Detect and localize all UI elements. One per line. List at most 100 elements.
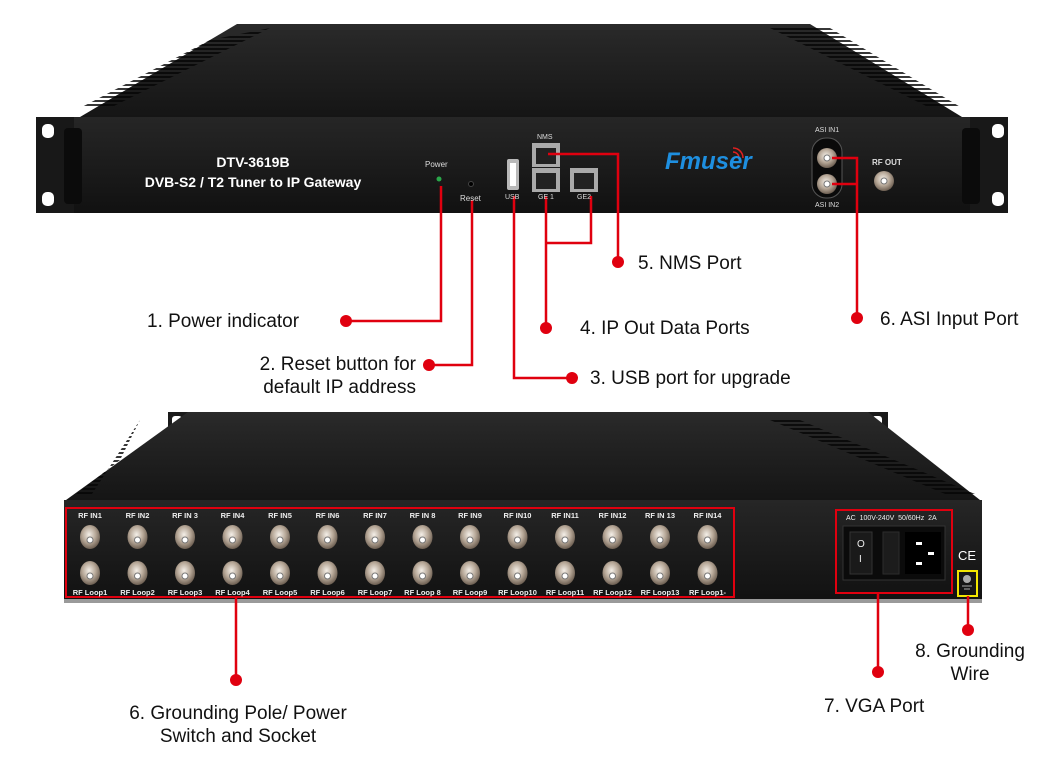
callout-power-indicator: 1. Power indicator — [147, 311, 300, 332]
rf-in-label: RF IN4 — [220, 511, 245, 520]
rf-in-label: RF IN5 — [268, 511, 292, 520]
power-highlight-box — [835, 509, 953, 594]
callout-grounding-wire-line2: Wire — [950, 664, 990, 685]
front-device — [36, 24, 1008, 213]
rf-in-label: RF IN12 — [598, 511, 627, 520]
socket-pin — [916, 542, 922, 545]
brand-signal-icon — [732, 147, 744, 159]
iec-socket[interactable] — [905, 532, 941, 574]
callout-grounding-wire: 8. Grounding Wire — [905, 640, 1035, 686]
callout-dot — [340, 315, 352, 327]
usb-label: USB — [505, 194, 520, 201]
bnc-pin-icon — [276, 572, 284, 580]
rj45-icon — [574, 173, 594, 189]
rf-in-label: RF IN6 — [315, 511, 340, 520]
callout-asi-input: 6. ASI Input Port — [880, 309, 1019, 330]
callout-dot — [851, 312, 863, 324]
rf-in-label: RF IN 3 — [172, 511, 198, 520]
rf-in-label: RF IN7 — [363, 511, 387, 520]
rf-in-label: RF IN9 — [458, 511, 482, 520]
callout-line-power — [346, 186, 443, 323]
ce-mark: CE — [958, 548, 977, 563]
rf-loop-label: RF Loop12 — [593, 588, 632, 597]
rf-loop-label: RF Loop13 — [640, 588, 680, 597]
reset-label: Reset — [460, 194, 481, 203]
rf-in-label: RF IN 8 — [409, 511, 436, 520]
vent-left — [80, 28, 270, 108]
callout-line-ge2 — [546, 196, 593, 245]
front-callout-dots — [340, 256, 863, 384]
rf-out-label: RF OUT — [872, 158, 902, 167]
rf-in-label: RF IN11 — [551, 511, 579, 520]
callout-dot — [423, 359, 435, 371]
bnc-pin-icon — [324, 572, 331, 580]
callout-reset-line2: default IP address — [263, 377, 416, 398]
callout-line-usb — [512, 196, 570, 380]
rack-hole — [42, 124, 54, 138]
rf-loop-label: RF Loop 8 — [404, 588, 441, 597]
socket-pin — [928, 552, 934, 555]
rear-device-top — [66, 412, 980, 500]
bnc-pin-icon — [276, 536, 284, 544]
rear-face — [64, 500, 982, 602]
bnc-pin-icon — [823, 180, 831, 188]
ge1-label: GE 1 — [538, 194, 554, 201]
bnc-pin-icon — [466, 536, 474, 544]
callout-usb-port: 3. USB port for upgrade — [590, 368, 791, 389]
bnc-pin-icon — [466, 572, 474, 580]
rf-loop-label: RF Loop9 — [452, 588, 488, 597]
bnc-pin-icon — [704, 536, 711, 544]
bnc-pin-icon — [514, 572, 521, 580]
callout-grounding-wire-line1: 8. Grounding — [915, 641, 1025, 662]
power-switch[interactable] — [849, 531, 873, 575]
bnc-pin-icon — [419, 536, 426, 544]
callout-ip-out-ports: 4. IP Out Data Ports — [580, 318, 750, 339]
callout-reset-button: 2. Reset button for default IP address — [226, 353, 416, 399]
reset-button[interactable] — [468, 181, 474, 187]
callout-reset-line1: 2. Reset button for — [259, 354, 416, 375]
bnc-pin-icon — [86, 536, 94, 544]
rear-callout-dots — [230, 624, 974, 686]
power-rating-label: AC 100V-240V 50/60Hz 2A — [846, 515, 937, 522]
rear-callout-lines — [234, 593, 970, 680]
bnc-pin-icon — [609, 536, 616, 544]
bnc-pin-icon — [134, 536, 141, 544]
ground-screw-icon — [963, 575, 971, 583]
rf-in-label: RF IN2 — [125, 511, 150, 520]
brand-logo: Fmuser — [665, 148, 752, 175]
callout-line-reset — [429, 200, 474, 367]
power-module — [842, 525, 972, 590]
rf-loop-label: RF Loop6 — [310, 588, 345, 597]
rf-loop-label: RF Loop11 — [545, 588, 585, 597]
power-led-icon — [436, 176, 442, 182]
bnc-pin-icon — [514, 536, 521, 544]
callout-nms-port: 5. NMS Port — [638, 253, 742, 274]
callout-grounding-pole-line1: 6. Grounding Pole/ Power — [129, 703, 347, 724]
bnc-pin-icon — [181, 572, 189, 580]
rack-hole — [42, 192, 54, 206]
rf-loop-label: RF Loop1- — [688, 588, 727, 597]
rf-connector-grid — [80, 525, 718, 585]
nms-label: NMS — [537, 134, 553, 141]
rf-in-label: RF IN14 — [693, 511, 722, 520]
rj45-icon — [536, 148, 556, 164]
bnc-pin-icon — [134, 572, 141, 580]
bnc-pin-icon — [324, 536, 331, 544]
rack-hole — [992, 124, 1004, 138]
rf-loop-label: RF Loop1 — [72, 588, 108, 597]
callout-line-nms — [548, 152, 620, 262]
vent-right — [770, 28, 962, 108]
bnc-pin-icon — [656, 572, 664, 580]
bnc-pin-icon — [371, 536, 379, 544]
callout-dot — [540, 322, 552, 334]
asi-in1-label: ASI IN1 — [815, 127, 840, 134]
bnc-pin-icon — [823, 154, 831, 162]
callout-line-asi — [832, 156, 859, 318]
bnc-pin-icon — [880, 177, 888, 185]
bnc-pin-icon — [656, 536, 664, 544]
power-label: Power — [425, 160, 448, 169]
rf-in-label: RF IN1 — [78, 511, 102, 520]
handle-right — [962, 128, 980, 204]
rj45-icon — [536, 173, 556, 189]
callout-vga-port: 7. VGA Port — [824, 696, 925, 717]
